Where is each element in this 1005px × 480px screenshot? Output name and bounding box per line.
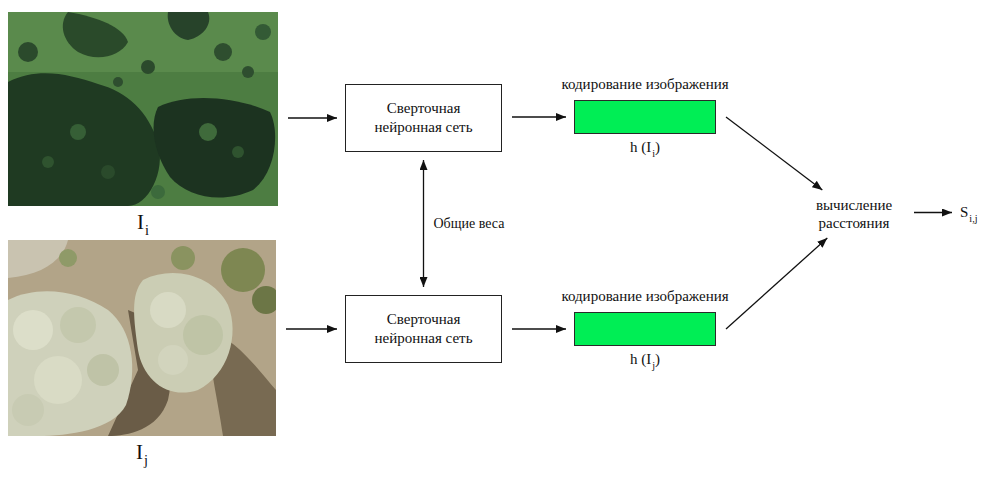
output-symbol: S xyxy=(960,204,968,220)
subscript: i xyxy=(652,148,655,159)
arrow-connector xyxy=(512,328,566,329)
aerial-photo xyxy=(8,240,276,436)
encoding-bar: кодирование изображенияh (Ii) xyxy=(574,100,716,134)
arrow-connector xyxy=(914,212,952,213)
distance-step: вычисление расстояния xyxy=(804,196,904,232)
image-symbol: I xyxy=(136,440,143,464)
formula-text: ) xyxy=(655,139,660,155)
encoding-heading: кодирование изображения xyxy=(561,76,728,93)
subscript: j xyxy=(652,360,655,371)
image-symbol: I xyxy=(137,210,144,234)
formula-text: ) xyxy=(655,351,660,367)
encoding-formula: h (Ij) xyxy=(630,351,660,368)
text-block: Сверточная нейронная сеть xyxy=(356,99,491,137)
cnn-box: Сверточная нейронная сеть xyxy=(345,295,502,363)
box-label: Сверточная нейронная сеть xyxy=(356,310,491,348)
arrow-connector xyxy=(726,238,827,329)
edge-label: Общие веса xyxy=(432,216,507,232)
text-block: Сверточная нейронная сеть xyxy=(356,310,491,348)
arrow-connector xyxy=(512,116,566,117)
encoding-formula: h (Ii) xyxy=(630,139,660,156)
input-image: Ij xyxy=(8,240,276,436)
subscript: i xyxy=(145,222,149,238)
image-caption: Ii xyxy=(8,210,278,235)
arrow-connector xyxy=(288,117,337,118)
arrow-connector xyxy=(423,160,424,287)
box-label: Сверточная нейронная сеть xyxy=(356,99,491,137)
text-block: вычисление расстояния xyxy=(804,196,904,232)
arrow-connector xyxy=(286,328,337,329)
similarity-output: Si,j xyxy=(960,204,978,221)
encoding-bar: кодирование изображенияh (Ij) xyxy=(574,312,716,346)
subscript: i,j xyxy=(969,213,977,224)
cnn-box: Сверточная нейронная сеть xyxy=(345,84,502,152)
formula-text: h (I xyxy=(630,351,651,367)
subscript: j xyxy=(144,452,148,468)
image-caption: Ij xyxy=(8,440,276,465)
arrow-connector xyxy=(726,117,822,190)
step-label: вычисление расстояния xyxy=(804,196,904,232)
input-image: Ii xyxy=(8,12,278,206)
satellite-photo xyxy=(8,12,278,206)
encoding-heading: кодирование изображения xyxy=(561,288,728,305)
formula-text: h (I xyxy=(630,139,651,155)
